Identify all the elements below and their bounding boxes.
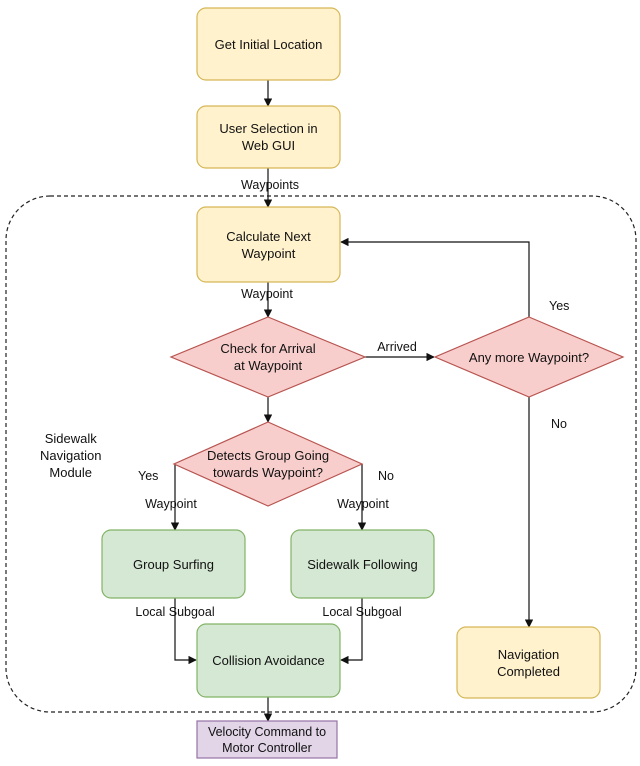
user-selection-text: User Selection in Web GUI xyxy=(219,121,318,153)
calculate-next-waypoint-text: Calculate Next Waypoint xyxy=(226,228,311,261)
edge-label-waypoint-right: Waypoint xyxy=(337,497,389,511)
calculate-next-waypoint-box xyxy=(196,206,341,283)
detects-group-text: Detects Group Going towards Waypoint? xyxy=(206,448,330,480)
collision-avoidance-text: Collision Avoidance xyxy=(212,653,325,668)
get-initial-location-box xyxy=(196,7,341,81)
sidewalk-navigation-module-boundary xyxy=(5,195,637,713)
edge-label-yes-group: Yes xyxy=(138,469,159,483)
edge-label-local-subgoal-left: Local Subgoal xyxy=(135,605,215,619)
edge-anymore-yes-to-calculate xyxy=(340,237,530,317)
check-arrival-text: Check for Arrival at Waypoint xyxy=(220,341,316,373)
collision-avoidance-box xyxy=(196,623,341,698)
check-arrival-diamond xyxy=(169,316,367,398)
module-label: Sidewalk Navigation Module xyxy=(40,431,102,480)
sidewalk-following-box xyxy=(290,529,435,599)
edge-label-waypoint-after-calc: Waypoint xyxy=(241,287,293,301)
edge-sidewalk-following-to-collision xyxy=(340,598,363,665)
any-more-waypoint-diamond xyxy=(433,316,625,398)
edge-label-arrived: Arrived xyxy=(377,340,417,354)
edge-label-local-subgoal-right: Local Subgoal xyxy=(322,605,402,619)
edge-label-yes-more: Yes xyxy=(549,299,570,313)
edge-label-waypoint-left: Waypoint xyxy=(145,497,197,511)
group-surfing-text: Group Surfing xyxy=(133,556,214,572)
velocity-command-text: Velocity Command to Motor Controller xyxy=(207,724,327,755)
any-more-waypoint-text: Any more Waypoint? xyxy=(468,349,590,365)
edge-label-no-more: No xyxy=(551,417,567,431)
sidewalk-following-text: Sidewalk Following xyxy=(307,556,418,572)
get-initial-location-text: Get Initial Location xyxy=(214,36,323,52)
group-surfing-box xyxy=(101,529,246,599)
edge-label-no-group: No xyxy=(378,469,394,483)
navigation-completed-text: Navigation Completed xyxy=(497,646,560,679)
user-selection-box xyxy=(196,105,341,169)
navigation-completed-box xyxy=(456,626,601,699)
edge-group-surfing-to-collision xyxy=(174,598,197,665)
velocity-command-box xyxy=(196,720,338,759)
detects-group-diamond xyxy=(172,421,364,507)
edge-label-waypoints: Waypoints xyxy=(241,178,299,192)
